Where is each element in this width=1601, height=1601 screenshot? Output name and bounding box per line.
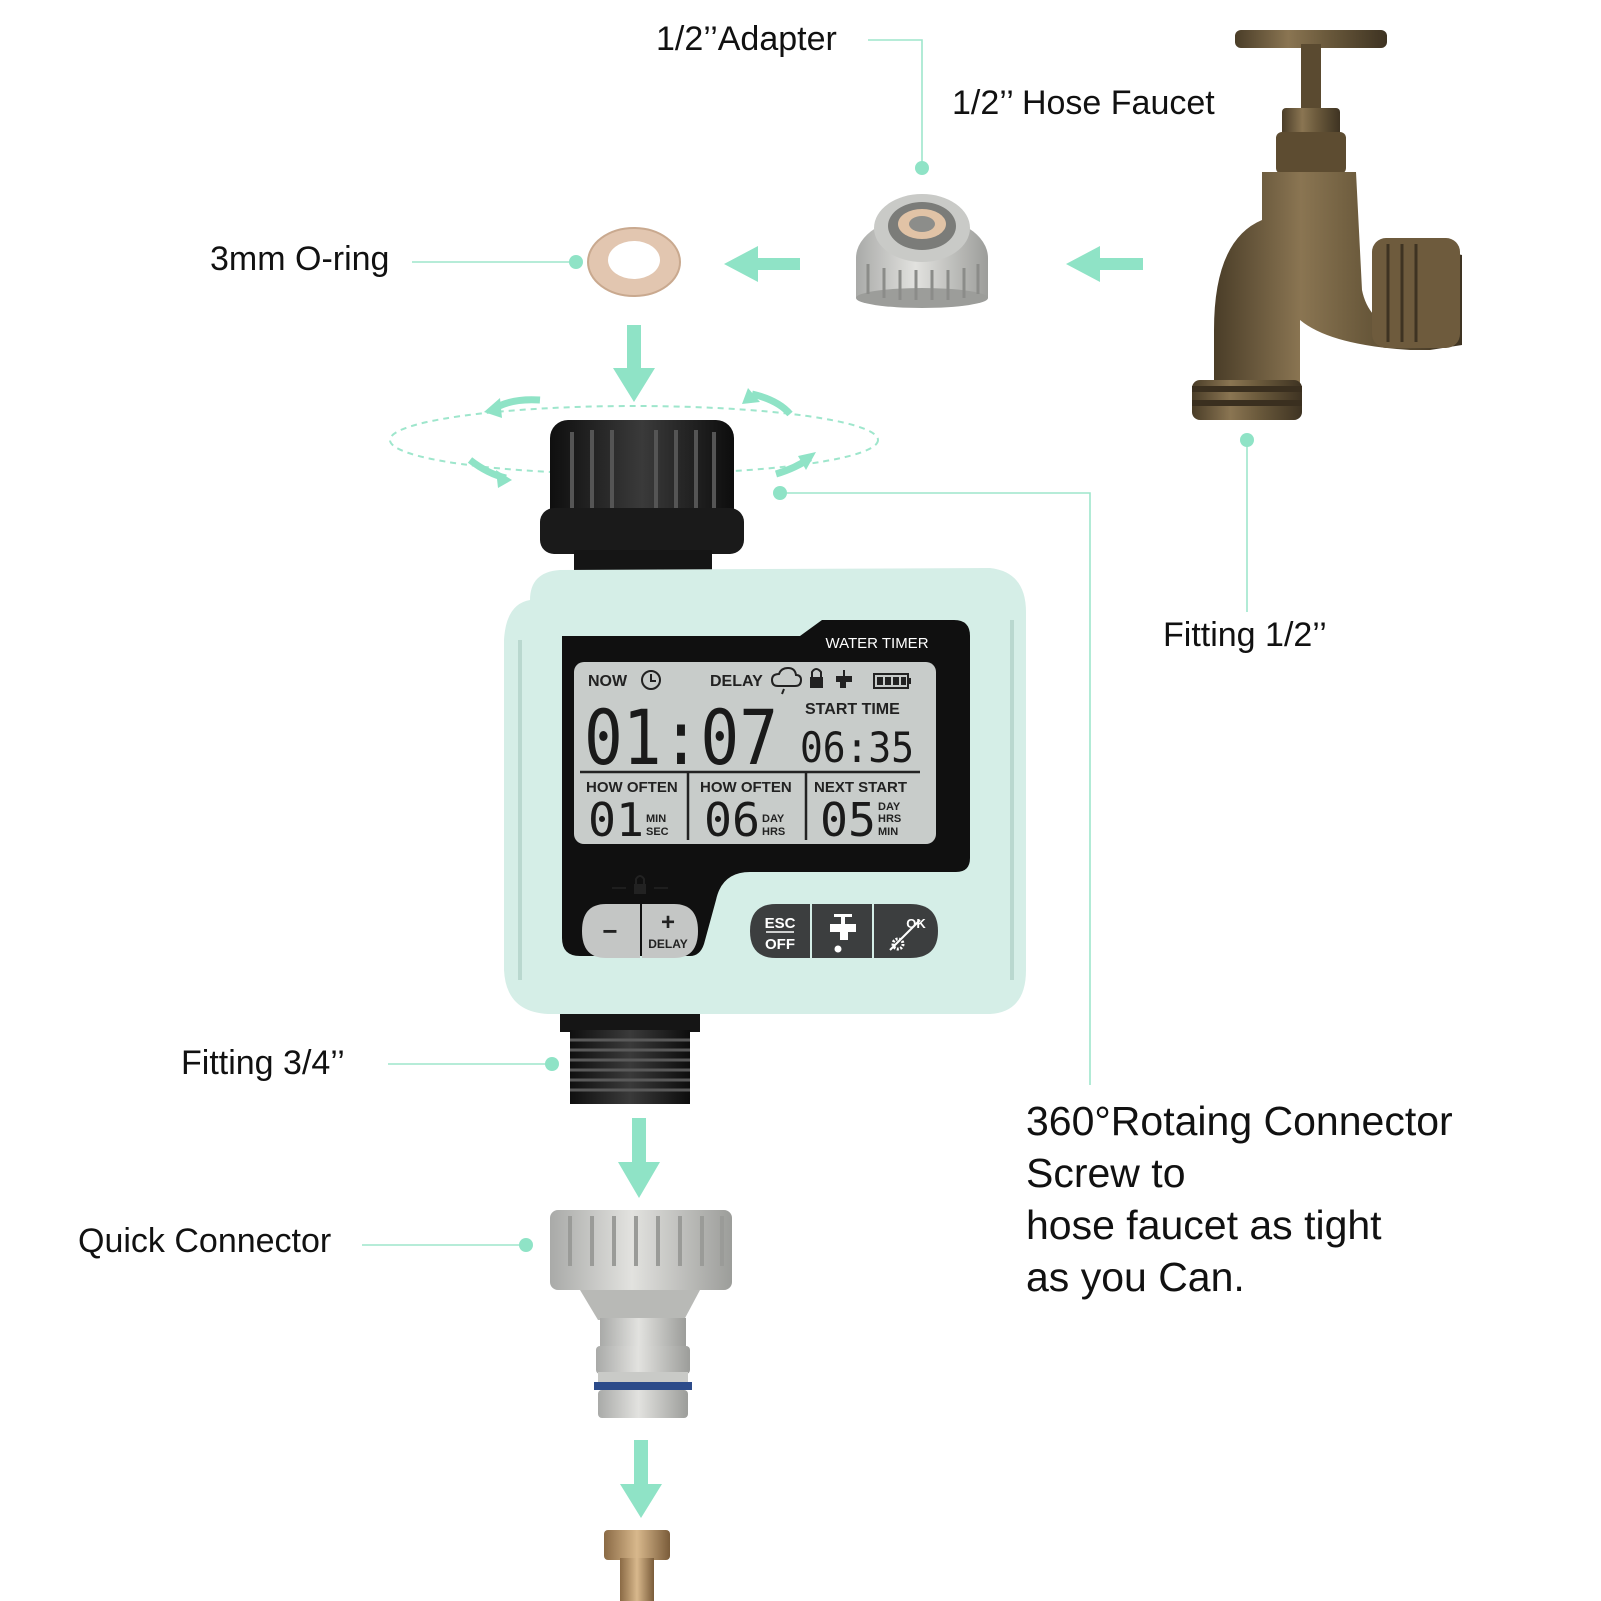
lcd-col3-unit-bottom: MIN xyxy=(878,826,898,838)
note-line-1: 360°Rotaing Connector xyxy=(1026,1098,1453,1144)
flow-arrow-icon xyxy=(613,246,1143,1518)
manual-water-button[interactable] xyxy=(812,904,872,958)
lcd-col2-label: HOW OFTEN xyxy=(700,779,792,796)
battery-icon xyxy=(873,673,911,689)
clock-icon xyxy=(641,670,661,690)
brand-label: WATER TIMER xyxy=(825,635,928,652)
lcd-col3-label: NEXT START xyxy=(814,779,907,796)
esc-label: ESC xyxy=(765,915,796,932)
off-label: OFF xyxy=(765,936,795,953)
lcd-col2-unit-top: DAY xyxy=(762,813,785,825)
fitting-three-quarter-image xyxy=(560,1014,700,1104)
lcd-current-time: 01:07 xyxy=(584,693,778,782)
leader-lines xyxy=(362,39,1248,1246)
hose-faucet-image xyxy=(1192,30,1462,420)
plus-delay-button[interactable]: + DELAY xyxy=(642,904,698,958)
label-quick-connector: Quick Connector xyxy=(78,1222,332,1260)
adapter-image xyxy=(856,194,988,308)
lcd-col2-unit-bottom: HRS xyxy=(762,826,785,838)
label-hose-faucet: 1/2’’ Hose Faucet xyxy=(952,84,1215,122)
button-lock-icon xyxy=(612,875,668,894)
lcd-col3-value: 05 xyxy=(820,793,876,847)
gear-icon xyxy=(891,937,905,951)
lcd-col1-value: 01 xyxy=(588,793,644,847)
leader-dots xyxy=(519,161,1254,1252)
rotating-connector-image xyxy=(540,420,744,580)
lock-icon xyxy=(810,668,823,688)
o-ring-image xyxy=(587,227,681,297)
minus-label: − xyxy=(602,916,617,946)
lcd-screen xyxy=(574,662,936,844)
lcd-start-time-label: START TIME xyxy=(805,701,900,718)
lcd-col1-unit-bottom: SEC xyxy=(646,826,669,838)
note-line-4: as you Can. xyxy=(1026,1254,1245,1300)
leader-rotating xyxy=(780,492,1091,1085)
lcd-col3-unit-top: DAY xyxy=(878,801,901,813)
lcd-col3-unit-mid: HRS xyxy=(878,813,901,825)
lcd-delay-label: DELAY xyxy=(710,673,763,690)
lcd-col1-label: HOW OFTEN xyxy=(586,779,678,796)
rotation-arrow-icon xyxy=(389,388,879,488)
note-line-2: Screw to xyxy=(1026,1150,1186,1196)
label-fitting-half: Fitting 1/2’’ xyxy=(1163,616,1327,654)
label-fitting-three-quarter: Fitting 3/4’’ xyxy=(181,1044,345,1082)
lcd-now-label: NOW xyxy=(588,673,628,690)
faucet-icon xyxy=(836,670,852,688)
plus-label: + xyxy=(661,909,675,936)
lcd-col1-unit-top: MIN xyxy=(646,813,666,825)
cloud-rain-icon xyxy=(770,666,803,695)
hose-fitting-image xyxy=(604,1530,670,1601)
faucet-icon xyxy=(830,914,856,953)
label-adapter: 1/2’’Adapter xyxy=(656,20,837,58)
minus-button[interactable]: − xyxy=(582,904,640,958)
delay-button-label: DELAY xyxy=(648,937,688,951)
lcd-col2-value: 06 xyxy=(704,793,760,847)
ok-settings-button[interactable]: OK xyxy=(874,904,938,958)
water-timer-device: WATER TIMER NOW DELAY xyxy=(504,568,1026,1014)
rotating-connector-note: 360°Rotaing Connector Screw to hose fauc… xyxy=(1026,1095,1453,1303)
label-o-ring: 3mm O-ring xyxy=(210,240,390,278)
esc-off-button[interactable]: ESC OFF xyxy=(750,904,810,958)
lcd-start-time: 06:35 xyxy=(800,723,914,772)
leader-adapter xyxy=(868,39,923,168)
note-line-3: hose faucet as tight xyxy=(1026,1202,1382,1248)
quick-connector-image xyxy=(550,1210,732,1418)
